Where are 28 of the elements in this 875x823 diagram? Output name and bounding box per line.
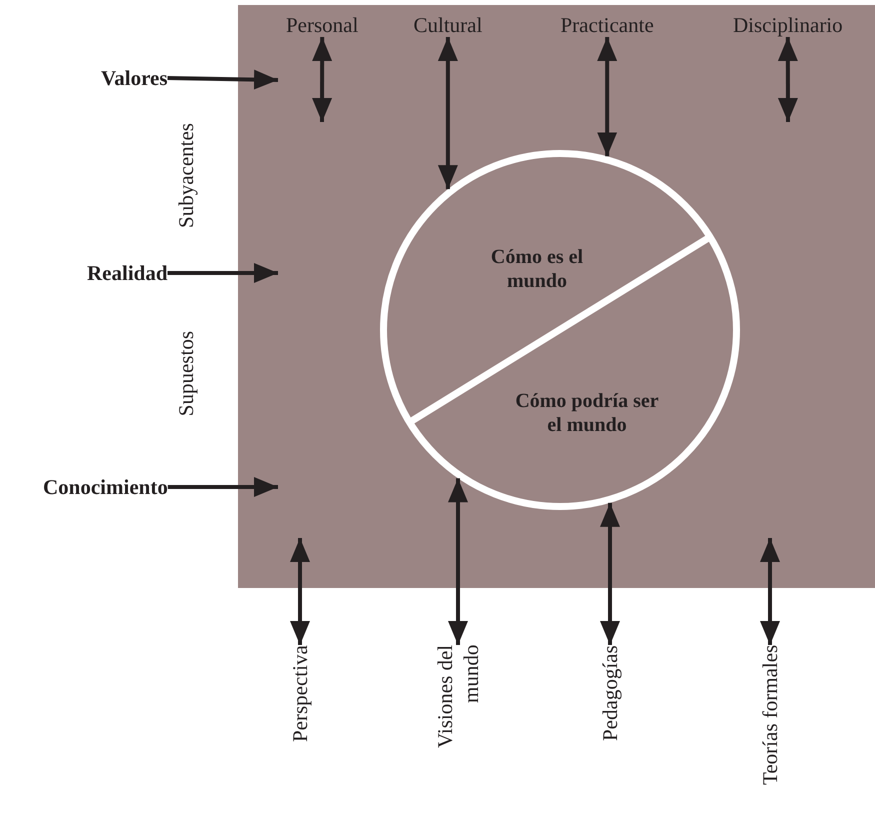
- double-arrow: [597, 37, 618, 156]
- double-arrow: [290, 538, 310, 645]
- arrow: [167, 70, 278, 90]
- row-label: Valores: [101, 66, 168, 90]
- double-arrow: [448, 478, 468, 645]
- side-label: Supuestos: [174, 330, 198, 416]
- column-label: Cultural: [414, 13, 482, 37]
- axis-label: Teorías formales: [757, 645, 783, 820]
- half-label: Cómo podría ser el mundo: [514, 389, 660, 437]
- row-label: Conocimiento: [43, 475, 168, 499]
- arrow: [168, 477, 278, 497]
- double-arrow: [600, 502, 620, 645]
- axis-label: Pedagogías: [597, 645, 623, 745]
- column-label: Disciplinario: [733, 13, 843, 37]
- circle: [380, 150, 740, 510]
- half-label: Cómo es el mundo: [490, 245, 584, 293]
- column-label: Personal: [286, 13, 358, 37]
- double-arrow: [778, 37, 798, 122]
- side-label: Subyacentes: [174, 122, 198, 228]
- double-arrow: [438, 37, 458, 190]
- square-panel: [238, 5, 875, 588]
- axis-label: Perspectiva: [287, 645, 313, 770]
- axis-label: Visiones del mundo: [432, 645, 484, 750]
- column-label: Practicante: [560, 13, 654, 37]
- double-arrow: [760, 538, 780, 645]
- arrow: [168, 263, 278, 283]
- double-arrow: [312, 37, 332, 122]
- row-label: Realidad: [87, 261, 168, 285]
